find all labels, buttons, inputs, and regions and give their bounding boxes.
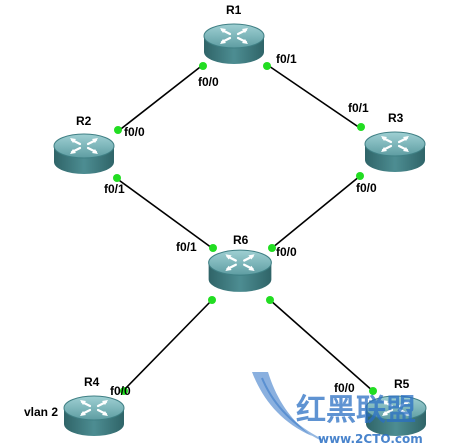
port-dot [263, 62, 271, 70]
port-dot [266, 296, 274, 304]
watermark-brand-text: 红黑联盟 [296, 393, 416, 428]
port-dot [199, 62, 207, 70]
router-r5[interactable]: R5 [364, 377, 428, 438]
watermark-swoosh [261, 377, 323, 441]
port-label-r2-f0-0: f0/0 [124, 125, 145, 139]
port-dot [356, 172, 364, 180]
router-r3[interactable]: R3 [363, 111, 427, 174]
port-label-r6-f0-1: f0/1 [176, 240, 197, 254]
port-dot [209, 244, 217, 252]
router-r6-label: R6 [233, 233, 249, 247]
port-label-r5-f0-0: f0/0 [334, 381, 355, 395]
port-label-r4-f0-0: f0/0 [110, 384, 131, 398]
link-r6-r5 [269, 299, 375, 393]
router-r4-label: R4 [84, 375, 100, 389]
router-r1-label: R1 [226, 3, 242, 17]
port-label-r1-f0-0: f0/0 [198, 75, 219, 89]
port-dot [208, 296, 216, 304]
port-dot [369, 387, 377, 395]
links-layer [115, 63, 375, 393]
port-dot [357, 123, 365, 131]
router-r4-vlan-label: vlan 2 [24, 405, 58, 419]
link-r1-r3 [265, 63, 361, 129]
port-label-r3-f0-1: f0/1 [348, 101, 369, 115]
link-r6-r4 [121, 299, 213, 393]
watermark-url-text: www.2CTO.com [318, 432, 423, 446]
port-label-r6-f0-0: f0/0 [276, 245, 297, 259]
router-r3-label: R3 [388, 111, 404, 125]
router-r1[interactable]: R1 [202, 3, 266, 66]
link-r1-r2 [116, 63, 205, 133]
router-r6[interactable]: R6 [207, 233, 273, 294]
port-label-r1-f0-1: f0/1 [276, 52, 297, 66]
port-dot [120, 387, 128, 395]
port-dot [113, 174, 121, 182]
port-dot [114, 126, 122, 134]
port-dot [268, 244, 276, 252]
link-r3-r6 [271, 175, 361, 249]
port-label-r2-f0-1: f0/1 [104, 182, 125, 196]
port-label-r3-f0-0: f0/0 [356, 181, 377, 195]
router-r4[interactable]: R4 vlan 2 [24, 375, 126, 438]
watermark-logo: 红黑联盟 www.2CTO.com [252, 372, 423, 446]
port-labels: f0/0 f0/1 f0/0 f0/1 f0/1 f0/0 f0/1 f0/0 … [104, 52, 377, 398]
router-r2[interactable]: R2 [52, 114, 116, 176]
link-r2-r6 [115, 177, 213, 249]
router-r5-label: R5 [394, 377, 410, 391]
port-dots [113, 62, 377, 395]
router-r2-label: R2 [76, 114, 92, 128]
